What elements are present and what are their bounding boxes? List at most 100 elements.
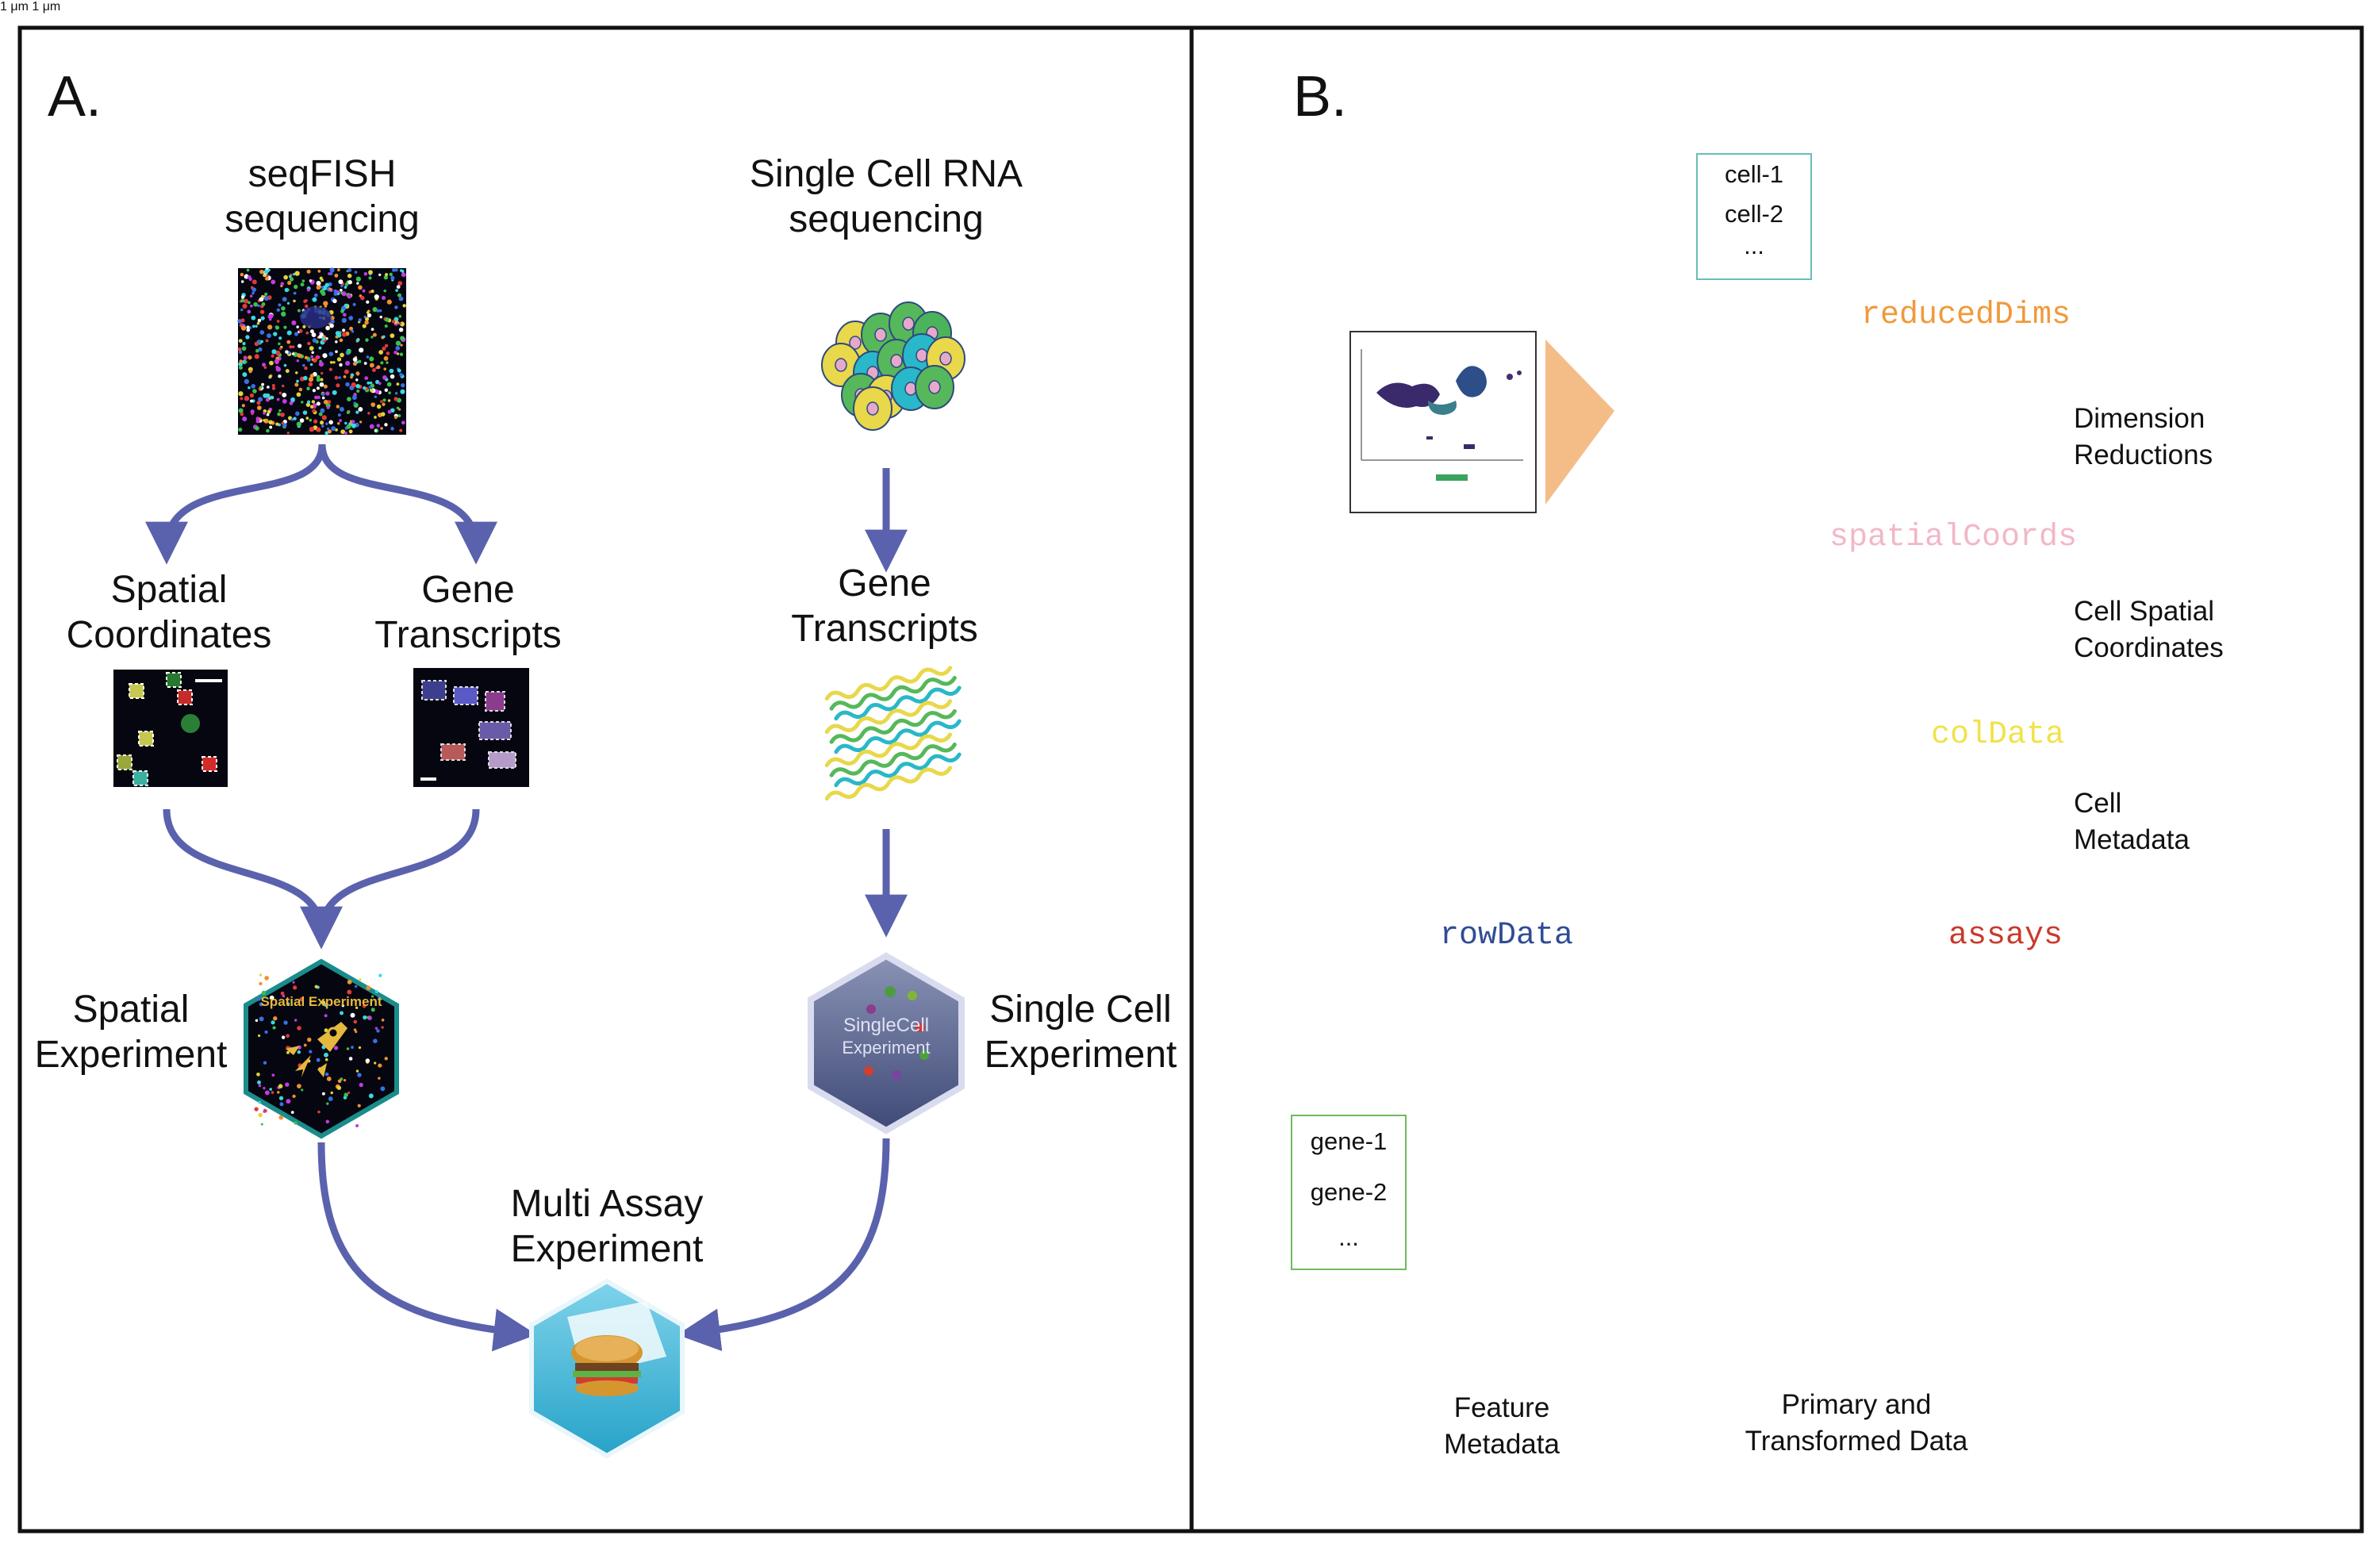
multi-assay-experiment-line1: Multi Assay: [510, 1183, 704, 1225]
spe-logo-dot: [374, 1027, 378, 1030]
seqfish-dot: [271, 354, 274, 358]
merge-arrow-right: [300, 808, 480, 950]
seqfish-dot: [383, 289, 386, 293]
feature-metadata-label: Feature Metadata: [1444, 1390, 1560, 1462]
spe-logo-dot: [261, 990, 267, 996]
seqfish-dot: [238, 365, 244, 370]
spe-logo-dot: [378, 996, 381, 1000]
seqfish-title-line1: seqFISH: [248, 153, 397, 195]
seqfish-dot: [379, 315, 383, 319]
seqfish-dot: [294, 382, 299, 387]
cell-nucleus: [890, 354, 903, 368]
spe-logo-dot: [293, 985, 298, 990]
seqfish-dot: [304, 366, 308, 370]
seqfish-dot: [391, 320, 396, 324]
seqfish-dot: [324, 282, 329, 288]
seqfish-dot: [278, 336, 282, 340]
seqfish-dot: [312, 409, 316, 413]
seqfish-dot: [261, 382, 265, 386]
seqfish-dot: [293, 291, 297, 295]
spe-logo-dot: [381, 1026, 384, 1029]
spe-logo-dot: [307, 1037, 312, 1042]
seqfish-dot: [345, 382, 350, 387]
seqfish-dot: [386, 382, 392, 387]
seqfish-dot: [286, 432, 290, 435]
spe-logo-dot: [359, 1082, 363, 1088]
seqfish-dot: [344, 421, 347, 425]
spe-logo-dot: [259, 1016, 264, 1022]
seqfish-dot: [380, 361, 384, 365]
seqfish-dot: [332, 390, 337, 395]
seqfish-dot: [393, 317, 399, 322]
seqfish-dot: [347, 280, 352, 285]
seqfish-dot: [259, 297, 264, 302]
seqfish-dot: [287, 280, 292, 286]
seqfish-dot: [363, 386, 367, 390]
seqfish-dot: [329, 323, 334, 328]
seqfish-dot: [267, 268, 271, 272]
spe-logo-dot: [336, 1085, 342, 1090]
spe-logo-dot: [353, 1028, 357, 1031]
seqfish-dot: [294, 332, 298, 336]
seqfish-dot: [395, 346, 401, 351]
spatial-coordinates-label: Spatial Coordinates: [67, 568, 272, 658]
seqfish-dot: [390, 427, 394, 431]
primary-transformed-line1: Primary and: [1781, 1389, 1932, 1420]
scrna-title-line2: sequencing: [789, 198, 984, 240]
scale-label-b: 1 μm: [32, 0, 61, 13]
spe-logo-dot: [301, 1088, 304, 1092]
seqfish-dot: [264, 292, 268, 296]
seqfish-dot: [251, 279, 257, 285]
reduced-dims-back: 1 μm 1 μm A. B. seqFISH sequencing Singl…: [0, 0, 2224, 1460]
spe-logo-dot: [374, 989, 378, 993]
seqfish-dot: [339, 338, 344, 343]
seqfish-dot: [341, 332, 347, 337]
cell-id-box: cell-1 cell-2 ...: [1696, 153, 1812, 280]
cell-nucleus: [866, 401, 879, 416]
seqfish-dot: [382, 375, 387, 380]
seqfish-dot: [344, 369, 349, 374]
seqfish-dot: [296, 392, 301, 397]
seqfish-dot: [380, 427, 383, 430]
seqfish-dot: [348, 316, 354, 321]
seqfish-dot: [340, 352, 344, 358]
seqfish-dot: [319, 332, 324, 337]
seqfish-dot: [320, 378, 324, 382]
spe-logo-dot: [258, 1112, 263, 1118]
seqfish-dot: [360, 295, 365, 301]
seqfish-dot: [261, 302, 266, 306]
spe-logo-dot: [376, 1029, 380, 1033]
seqfish-dot: [244, 298, 249, 304]
seqfish-dot: [293, 416, 297, 420]
spe-logo-dot: [365, 1058, 370, 1063]
merge-arrow-left: [163, 808, 325, 933]
seqfish-dot: [338, 376, 341, 379]
seqfish-dot: [244, 356, 248, 360]
spe-logo-dot: [382, 1118, 388, 1123]
seqfish-dot: [316, 427, 321, 432]
seqfish-dot: [384, 344, 389, 347]
branch-arrow-left: [145, 443, 326, 565]
spatial-coords-bar: 1 μm 1 μm A. B. seqFISH sequencing Singl…: [0, 0, 2224, 1460]
seqfish-dot: [368, 270, 373, 275]
seqfish-dot: [271, 349, 277, 355]
spe-logo-dot: [258, 1034, 261, 1038]
seqfish-dot: [308, 376, 314, 382]
seqfish-dot: [394, 305, 398, 309]
spe-logo-dot: [347, 1091, 351, 1095]
seqfish-dot: [349, 326, 354, 331]
seqfish-dot: [263, 412, 266, 415]
seqfish-dot: [370, 402, 376, 407]
spe-logo-dot: [278, 1084, 283, 1088]
seqfish-dot: [268, 420, 273, 424]
seqfish-dot: [276, 320, 280, 323]
spe-logo-dot: [299, 997, 304, 1002]
seqfish-dot: [317, 395, 321, 400]
seqfish-dot: [282, 399, 287, 404]
seqfish-dot: [343, 374, 347, 378]
spe-logo-dot: [297, 1050, 301, 1054]
seqfish-dot: [395, 340, 401, 346]
spe-logo-dot: [290, 1111, 294, 1115]
seqfish-dot: [242, 372, 248, 378]
seqfish-dot: [303, 375, 308, 381]
